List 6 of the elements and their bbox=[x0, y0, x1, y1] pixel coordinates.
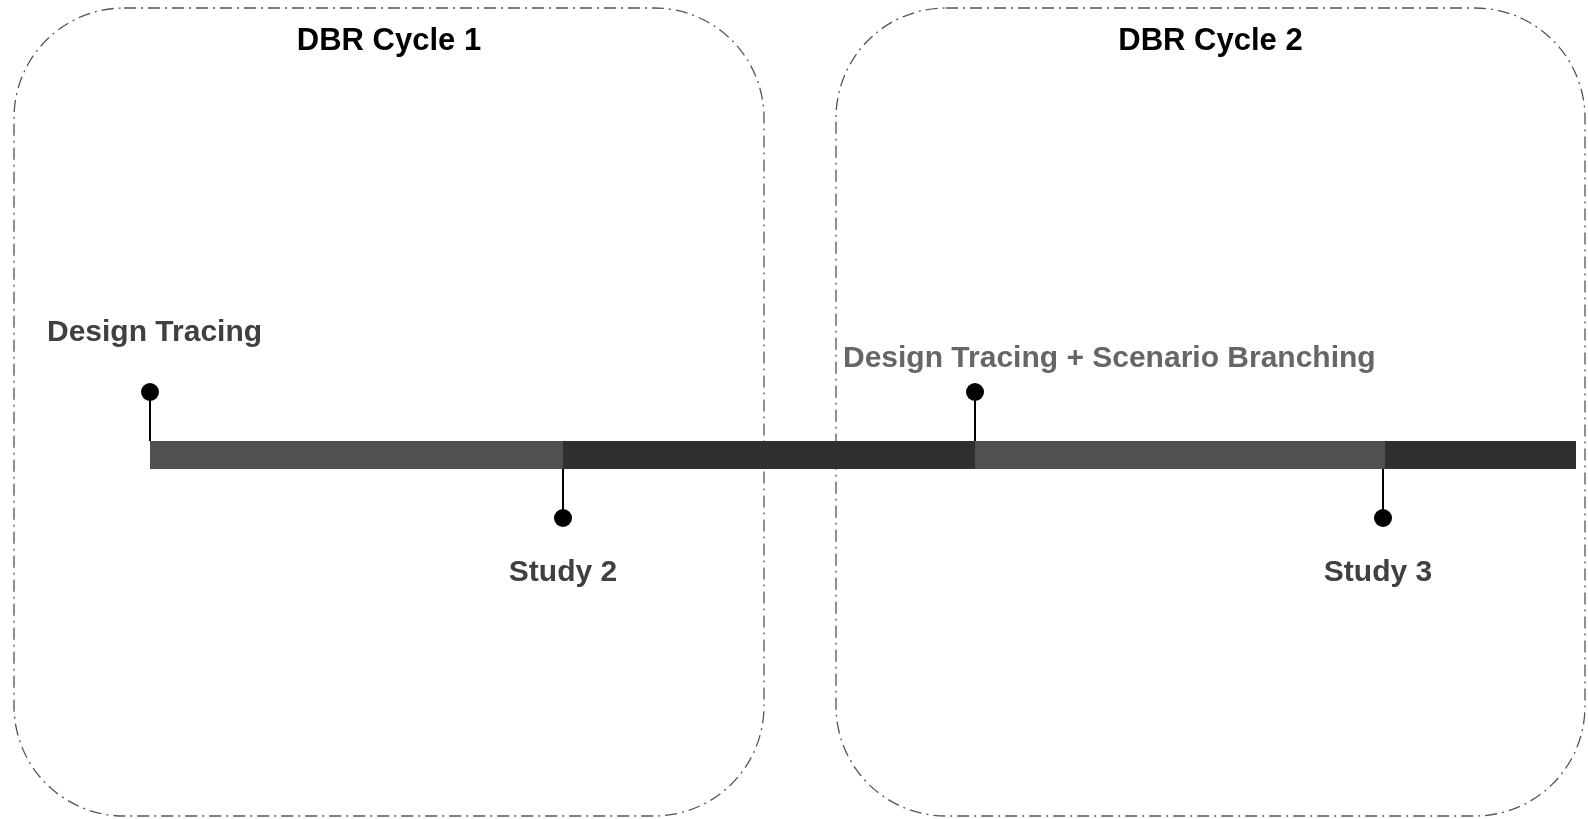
milestone-label: Design Tracing + Scenario Branching bbox=[843, 339, 1376, 375]
milestone-label: Design Tracing bbox=[47, 313, 263, 349]
region-title: DBR Cycle 2 bbox=[1117, 21, 1304, 59]
region-title: DBR Cycle 1 bbox=[295, 21, 483, 59]
milestone-label: Study 3 bbox=[1323, 553, 1433, 589]
milestone-label: Study 2 bbox=[508, 553, 618, 589]
